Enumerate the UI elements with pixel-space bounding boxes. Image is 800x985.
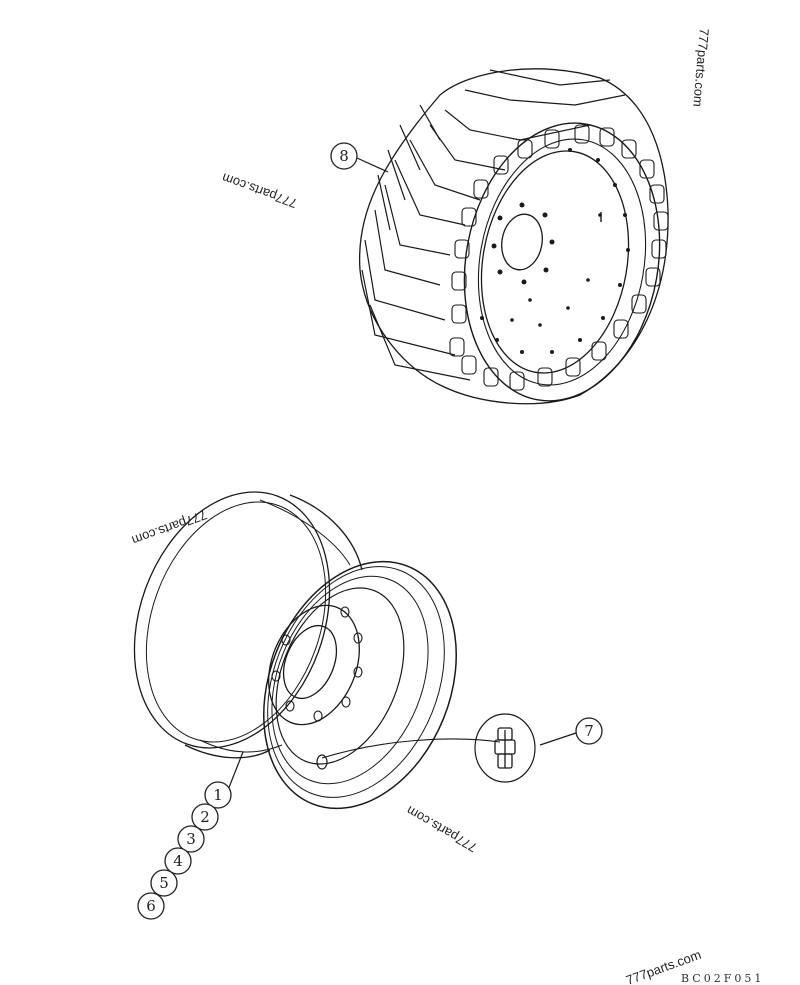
watermark-middle-left: 777parts.com [130,507,209,548]
callout-3: 3 [177,825,205,853]
sidewall-apertures [449,124,669,391]
lug-holes [491,202,555,285]
watermarks: 777parts.com 777parts.com 777parts.com 7… [130,28,712,985]
rim-bolt-holes [271,606,363,722]
rim-center-bore [282,624,338,700]
callout-4: 4 [164,847,192,875]
svg-text:4: 4 [173,852,183,870]
svg-text:1: 1 [213,786,223,804]
callout-6: 6 [137,892,165,920]
callout-7: 7 [575,717,603,745]
steel-rim [133,491,501,810]
watermark-middle-right: 777parts.com [404,803,480,855]
svg-text:7: 7 [584,722,594,740]
callout-2: 2 [191,803,219,831]
solid-tire-assembly [358,68,669,405]
callout-5: 5 [150,869,178,897]
watermark-top-right: 777parts.com [690,28,712,108]
tread-lugs [361,69,626,381]
callouts: 8 7 1 2 3 4 5 6 [137,142,603,920]
svg-text:6: 6 [146,897,156,915]
svg-text:8: 8 [339,147,349,165]
hub-bore [501,213,543,271]
watermark-upper-left: 777parts.com [220,170,299,211]
svg-text:3: 3 [186,830,196,848]
valve-stem [474,713,536,783]
callout-1: 1 [204,781,232,809]
callout-8: 8 [330,142,358,170]
drawing-code: BC02F051 [681,972,764,985]
svg-text:2: 2 [200,808,210,826]
svg-text:5: 5 [159,874,169,892]
